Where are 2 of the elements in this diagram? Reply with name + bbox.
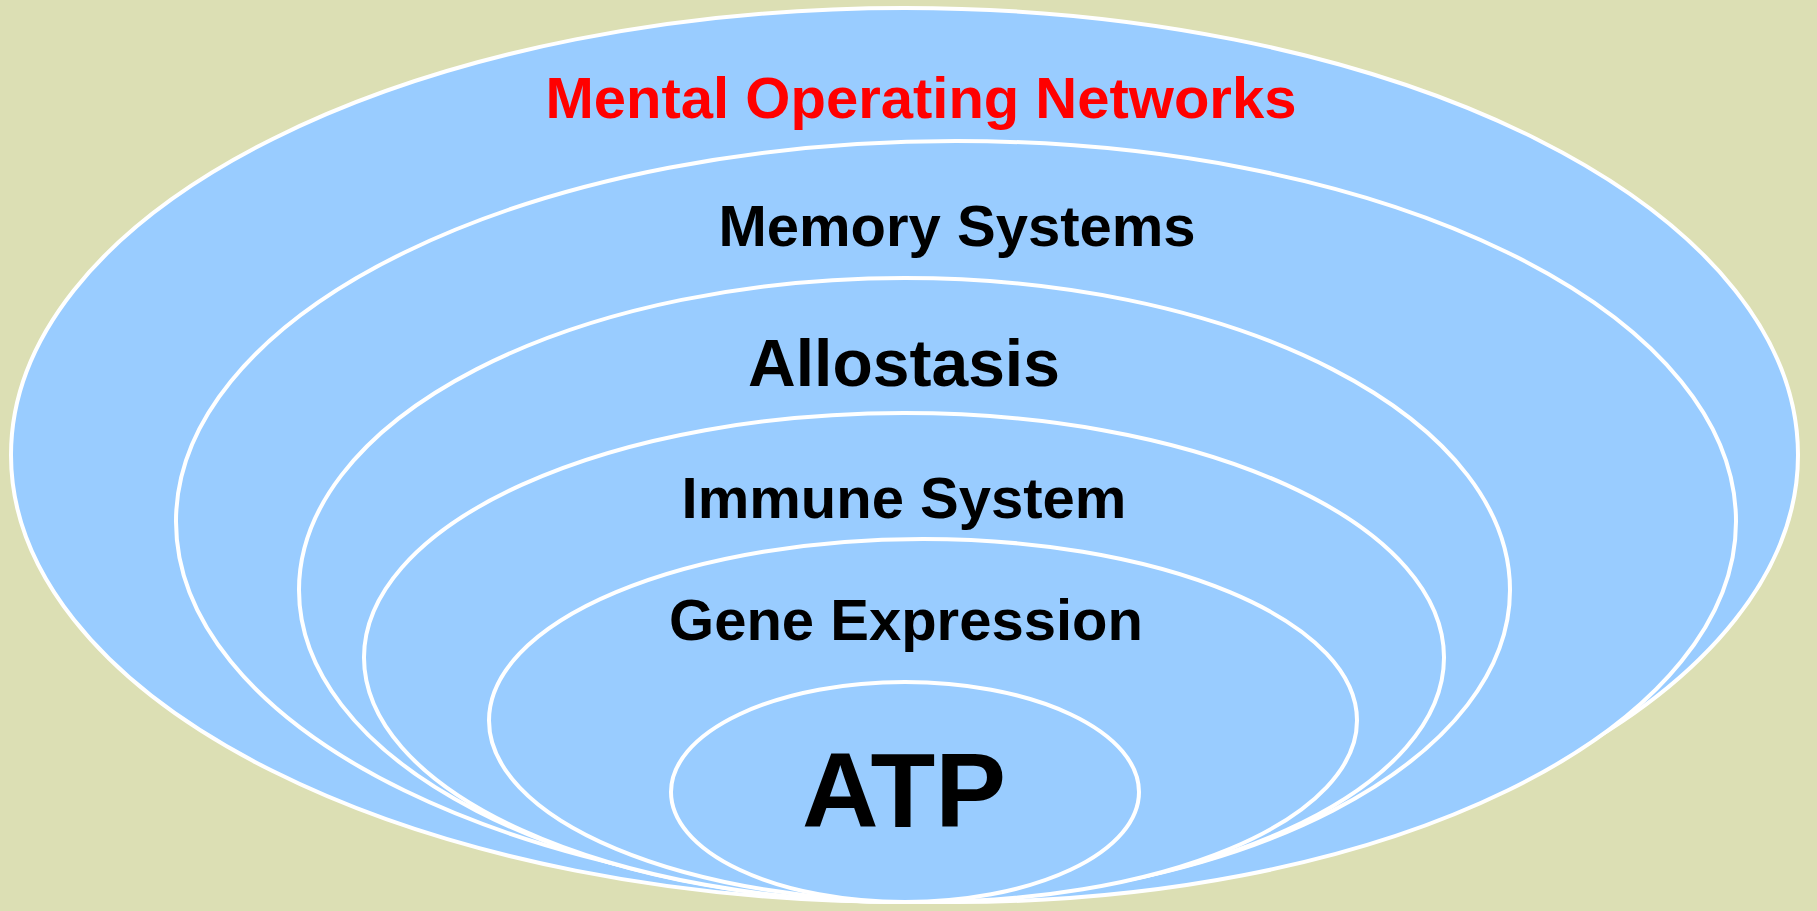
layer-label: ATP: [801, 737, 1007, 843]
layer-label: Allostasis: [748, 330, 1060, 396]
